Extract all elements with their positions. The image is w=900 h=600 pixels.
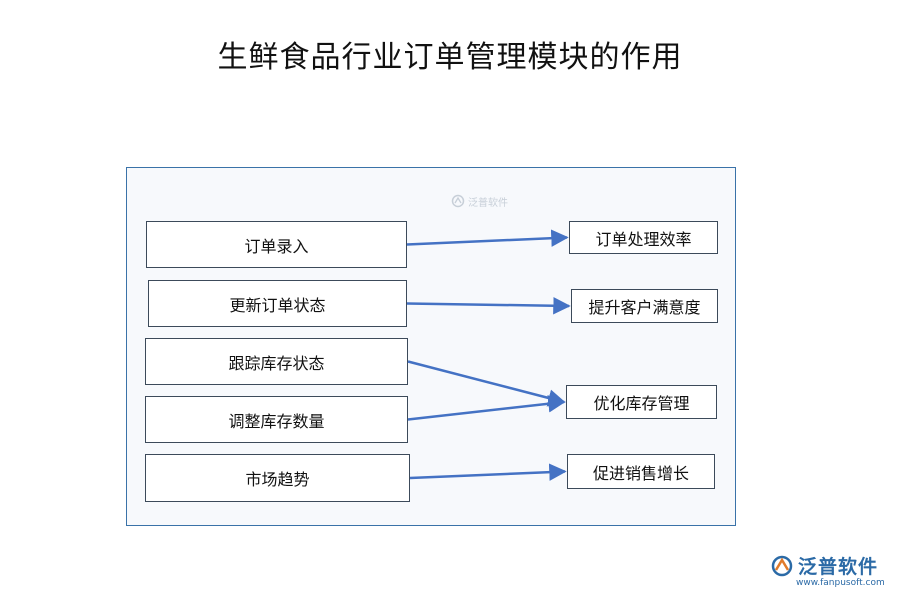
watermark: 泛普软件 [451,193,508,209]
node-label: 订单录入 [244,236,309,256]
fanpu-logo-icon [771,555,793,577]
node-label: 市场趋势 [245,470,310,489]
arrow-l4-r3 [407,395,566,421]
node-track-inventory: 跟踪库存状态 [145,338,408,385]
node-label: 提升客户满意度 [588,298,701,317]
arrow-l1-r1 [406,229,569,247]
node-customer-satisfaction: 提升客户满意度 [571,289,718,323]
node-market-trend: 市场趋势 [145,454,410,502]
arrow-l5-r4 [409,463,567,481]
node-label: 调整库存数量 [228,411,325,431]
node-inventory-management: 优化库存管理 [566,385,717,419]
fanpu-logo-icon [451,194,465,208]
page-title: 生鲜食品行业订单管理模块的作用 [217,40,683,75]
node-label: 促进销售增长 [592,463,689,483]
arrow-l2-r2 [406,297,571,315]
brand-logo: 泛普软件 www.fanpusoft.com [770,552,892,594]
node-order-entry: 订单录入 [146,221,407,268]
brand-name: 泛普软件 [798,556,879,578]
arrow-l3-r3 [407,360,566,407]
watermark-text: 泛普软件 [468,197,508,209]
node-label: 订单处理效率 [595,229,692,249]
node-label: 跟踪库存状态 [228,353,325,373]
node-update-order-status: 更新订单状态 [148,280,407,327]
brand-url: www.fanpusoft.com [796,578,885,588]
node-order-efficiency: 订单处理效率 [569,221,718,254]
node-label: 优化库存管理 [593,394,690,413]
node-sales-growth: 促进销售增长 [567,454,715,489]
node-label: 更新订单状态 [229,295,326,315]
node-adjust-inventory: 调整库存数量 [145,396,408,443]
